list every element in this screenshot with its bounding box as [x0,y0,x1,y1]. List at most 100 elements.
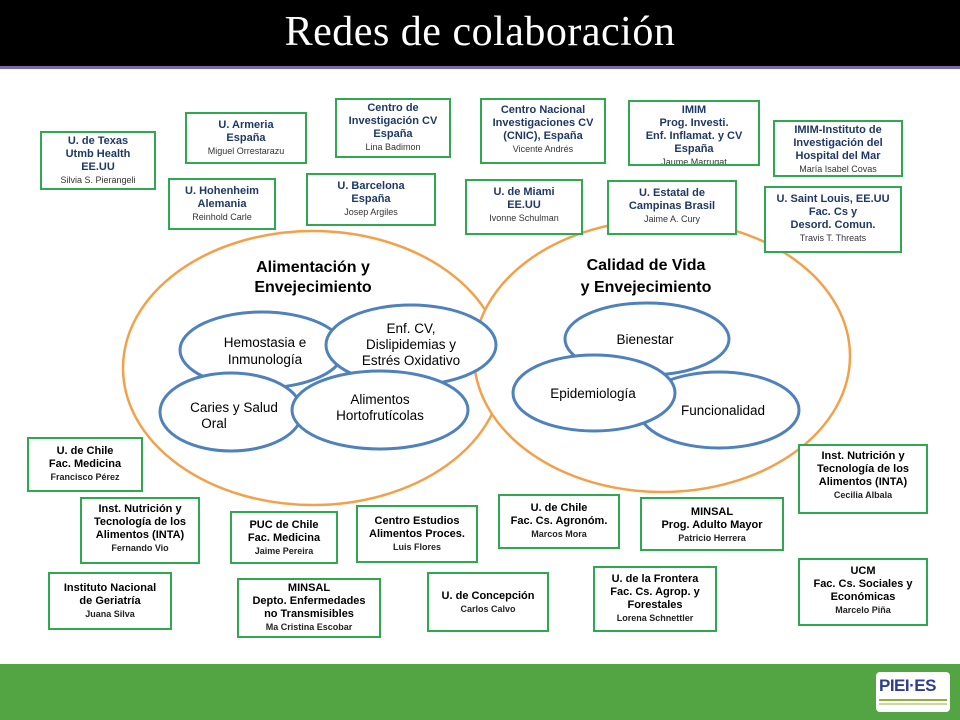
node-bienestar-label: Bienestar [616,332,674,347]
title-underline [0,66,960,69]
box-line: Hospital del Mar [795,150,881,162]
node-alimentos-line-2: Hortofrutícolas [336,408,424,423]
box-person: Jaume Marrugat [661,157,727,166]
page-title: Redes de colaboración [284,9,676,55]
box-person: Ivonne Schulman [489,213,559,223]
node-enf-cv-line-1: Enf. CV, [386,321,435,336]
box-line: U. Estatal de [638,187,706,199]
node-enf-cv-line-2: Dislipidemias y [366,337,456,352]
box-line: Alemania [197,198,247,210]
box-line: U. de Texas [67,135,129,147]
box-line: U. Barcelona [337,180,405,192]
logo-stripe [879,703,947,705]
box-line: Económicas [830,591,896,603]
box-line: U. de Miami [493,186,555,198]
box-line: Depto. Enfermedades [252,595,366,607]
box-line: Prog. Investi. [659,117,729,129]
box-line: Fac. Cs. Agronóm. [510,515,608,527]
box-person: Jaime Pereira [254,546,314,556]
collab-box-centro-investigacion-cv: Centro de Investigación CV España Lina B… [335,98,451,158]
node-caries-line-2: Oral [201,416,227,431]
collab-box-u-armeria: U. Armeria España Miguel Orrestarazu [185,112,307,164]
box-line: Inst. Nutrición y [98,503,182,515]
collab-box-imim-prog: IMIM Prog. Investi. Enf. Inflamat. y CV … [628,100,760,166]
box-person: María Isabel Covas [799,164,877,174]
box-line: U. Hohenheim [185,185,259,197]
collab-box-u-miami: U. de Miami EE.UU Ivonne Schulman [465,179,583,235]
box-person: Josep Argiles [344,207,398,217]
node-alimentos-line-1: Alimentos [350,392,410,407]
box-line: IMIM [681,104,707,116]
box-line: Centro Estudios [374,515,460,527]
collab-box-puc-chile: PUC de Chile Fac. Medicina Jaime Pereira [230,511,338,564]
box-line: EE.UU [507,199,541,211]
box-line: Tecnología de los [93,516,187,528]
box-line: Tecnología de los [816,463,910,475]
collab-box-u-campinas: U. Estatal de Campinas Brasil Jaime A. C… [607,180,737,235]
box-person: Francisco Pérez [50,472,120,482]
box-line: U. de Chile [530,502,588,514]
box-line: Utmb Health [65,148,131,160]
box-line: Investigación CV [348,115,438,127]
box-line: Desord. Comun. [790,219,876,231]
box-person: Jaime A. Cury [643,214,701,224]
box-line: EE.UU [81,161,115,173]
collab-box-u-hohenheim: U. Hohenheim Alemania Reinhold Carle [168,178,276,230]
logo-stripe [879,699,947,701]
box-line: MINSAL [287,582,331,594]
box-line: Fac. Medicina [247,532,321,544]
box-line: Campinas Brasil [628,200,716,212]
node-epidemiologia-ellipse [511,353,677,433]
box-line: (CNIC), España [503,130,583,142]
box-person: Vicente Andrés [512,144,574,154]
collab-box-minsal-ent: MINSAL Depto. Enfermedades no Transmisib… [237,578,381,638]
collab-box-cnic: Centro Nacional Investigaciones CV (CNIC… [480,98,606,164]
node-hemostasia-line-1: Hemostasia e [224,335,307,350]
collab-box-u-barcelona: U. Barcelona España Josep Argiles [306,173,436,226]
collab-box-u-frontera: U. de la Frontera Fac. Cs. Agrop. y Fore… [593,566,717,632]
logo-text: PIEI·ES [879,676,936,695]
box-person: Ma Cristina Escobar [265,622,353,632]
node-enf-cv-line-3: Estrés Oxidativo [362,353,460,368]
collab-box-u-saint-louis: U. Saint Louis, EE.UU Fac. Cs y Desord. … [764,186,902,253]
box-line: Alimentos (INTA) [818,476,908,488]
node-alimentos-ellipse [290,369,470,451]
collab-box-u-chile-medicina: U. de Chile Fac. Medicina Francisco Pére… [27,437,143,492]
box-line: Fac. Cs. Agrop. y [610,586,700,598]
node-caries-line-1: Caries y Salud [190,400,278,415]
box-line: de Geriatría [79,595,141,607]
box-line: Alimentos (INTA) [95,529,185,541]
box-line: Fac. Medicina [48,458,122,470]
box-line: U. de Concepción [441,590,535,602]
box-line: Centro Nacional [500,104,586,116]
collab-box-inta-albala: Inst. Nutrición y Tecnología de los Alim… [798,444,928,514]
box-person: Miguel Orrestarazu [207,146,285,156]
node-hemostasia-line-2: Inmunología [228,352,303,367]
box-line: Enf. Inflamat. y CV [645,130,743,142]
right-area-title-line-2: y Envejecimiento [581,279,712,296]
title-bar: Redes de colaboración [0,0,960,69]
box-person: Travis T. Threats [799,233,867,243]
box-person: Reinhold Carle [192,212,252,222]
box-line: Fac. Cs. Sociales y [813,578,913,590]
box-person: Marcelo Piña [835,605,891,615]
research-areas-diagram: Alimentación y Envejecimiento Calidad de… [121,218,852,507]
box-person: Juana Silva [85,609,135,619]
box-person: Cecilia Albala [833,490,893,500]
box-line: U. de la Frontera [611,573,699,585]
box-person: Lina Badimon [365,142,421,152]
box-line: IMIM-Instituto de [794,124,882,136]
pieies-logo: PIEI·ES [876,672,950,712]
box-line: U. Armeria [218,119,274,131]
box-line: Investigaciones CV [492,117,594,129]
box-person: Fernando Vio [111,543,169,553]
collab-box-u-concepcion: U. de Concepción Carlos Calvo [427,572,549,632]
box-line: España [373,128,413,140]
collab-box-inta-vio: Inst. Nutrición y Tecnología de los Alim… [80,497,200,564]
box-person: Marcos Mora [531,529,587,539]
footer-bar [0,664,960,720]
collab-box-centro-estudios-alimentos: Centro Estudios Alimentos Proces. Luis F… [356,505,478,563]
collab-box-instituto-geriatria: Instituto Nacional de Geriatría Juana Si… [48,572,172,630]
box-person: Carlos Calvo [460,604,516,614]
collab-box-u-texas: U. de Texas Utmb Health EE.UU Silvia S. … [40,131,156,190]
